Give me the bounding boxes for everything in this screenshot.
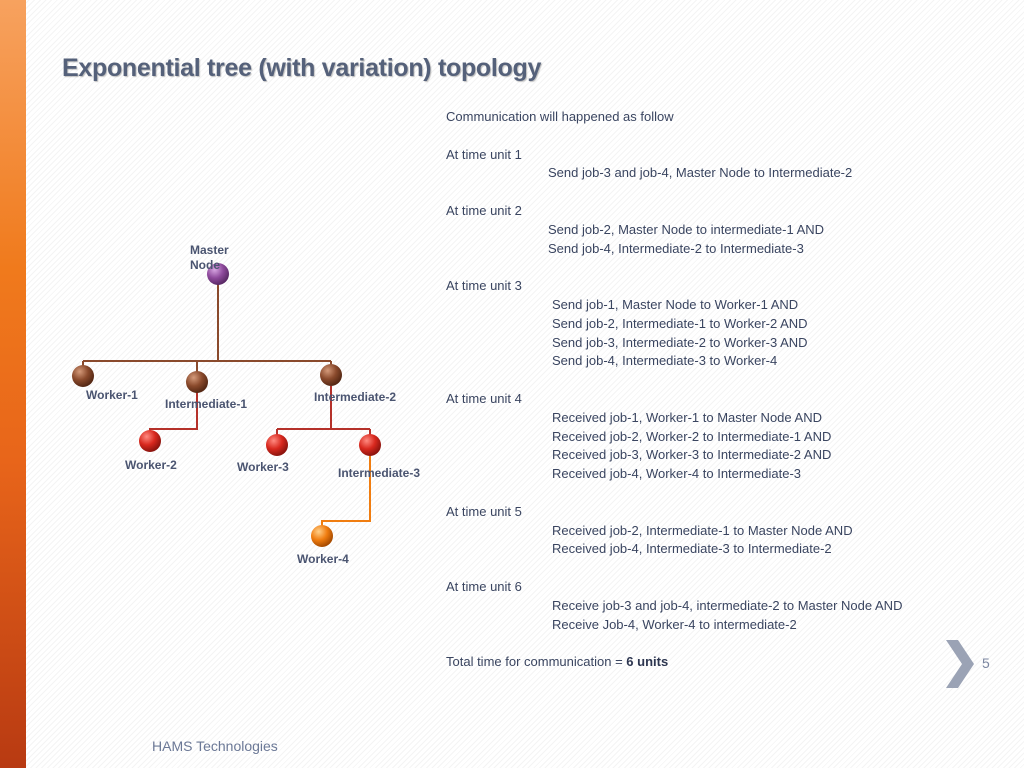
label-worker-3: Worker-3 [237, 460, 289, 474]
label-worker-2: Worker-2 [125, 458, 177, 472]
time-unit-5-step: Received job-2, Intermediate-1 to Master… [552, 522, 853, 538]
total-time-value: 6 units [626, 654, 669, 670]
time-unit-4-heading: At time unit 4 [446, 390, 522, 406]
label-worker-1: Worker-1 [86, 388, 138, 402]
node-intermediate-2 [320, 364, 342, 386]
time-unit-1-heading: At time unit 1 [446, 146, 522, 162]
label-master-node-line1: Master [190, 243, 229, 257]
time-unit-4-step: Received job-4, Worker-4 to Intermediate… [552, 466, 802, 482]
label-worker-4: Worker-4 [297, 552, 349, 566]
time-unit-2-step: Send job-2, Master Node to intermediate-… [548, 221, 825, 237]
node-intermediate-1 [186, 371, 208, 393]
time-unit-4-step: Received job-1, Worker-1 to Master Node … [552, 409, 822, 425]
total-time: Total time for communication = 6 units [446, 653, 986, 672]
node-intermediate-3 [359, 434, 381, 456]
label-intermediate-3: Intermediate-3 [338, 466, 420, 480]
node-worker-3 [266, 434, 288, 456]
label-intermediate-2: Intermediate-2 [314, 390, 396, 404]
label-master-node-line2: Node [190, 258, 220, 272]
page-number: 5 [982, 655, 990, 671]
communication-steps: Communication will happened as follow At… [446, 108, 986, 672]
time-unit-6-step: Receive job-3 and job-4, intermediate-2 … [552, 597, 903, 613]
accent-bar [0, 0, 26, 768]
topology-diagram: Master Node Worker-1 Intermediate-1 Inte… [72, 243, 420, 566]
time-unit-5-heading: At time unit 5 [446, 503, 522, 519]
time-unit-3-step: Send job-4, Intermediate-3 to Worker-4 [552, 353, 778, 369]
node-worker-1 [72, 365, 94, 387]
slide-title: Exponential tree (with variation) topolo… [62, 54, 542, 82]
communication-intro: Communication will happened as follow [446, 109, 674, 124]
time-unit-6-heading: At time unit 6 [446, 578, 522, 594]
label-intermediate-1: Intermediate-1 [165, 397, 247, 411]
time-unit-3-step: Send job-1, Master Node to Worker-1 AND [552, 296, 799, 312]
total-time-label: Total time for communication = [446, 654, 627, 670]
footer-company: HAMS Technologies [152, 738, 278, 754]
time-unit-6-step: Receive Job-4, Worker-4 to intermediate-… [552, 616, 797, 632]
time-unit-3-heading: At time unit 3 [446, 278, 522, 294]
time-unit-2-heading: At time unit 2 [446, 202, 522, 218]
chevron-right-icon[interactable] [944, 638, 976, 690]
node-master [207, 263, 229, 285]
time-unit-4-step: Received job-2, Worker-2 to Intermediate… [552, 428, 832, 444]
time-unit-3-step: Send job-2, Intermediate-1 to Worker-2 A… [552, 315, 808, 331]
time-unit-1-step: Send job-3 and job-4, Master Node to Int… [548, 165, 853, 181]
node-worker-4 [311, 525, 333, 547]
time-unit-5-step: Received job-4, Intermediate-3 to Interm… [552, 541, 832, 557]
time-unit-4-step: Received job-3, Worker-3 to Intermediate… [552, 447, 832, 463]
node-worker-2 [139, 430, 161, 452]
label-master-node: Master Node [190, 243, 232, 272]
edge-master-level1 [82, 284, 332, 372]
time-unit-2-step: Send job-4, Intermediate-2 to Intermedia… [548, 240, 804, 256]
edge-intermediate3-worker4 [321, 456, 371, 527]
time-unit-3-step: Send job-3, Intermediate-2 to Worker-3 A… [552, 334, 808, 350]
